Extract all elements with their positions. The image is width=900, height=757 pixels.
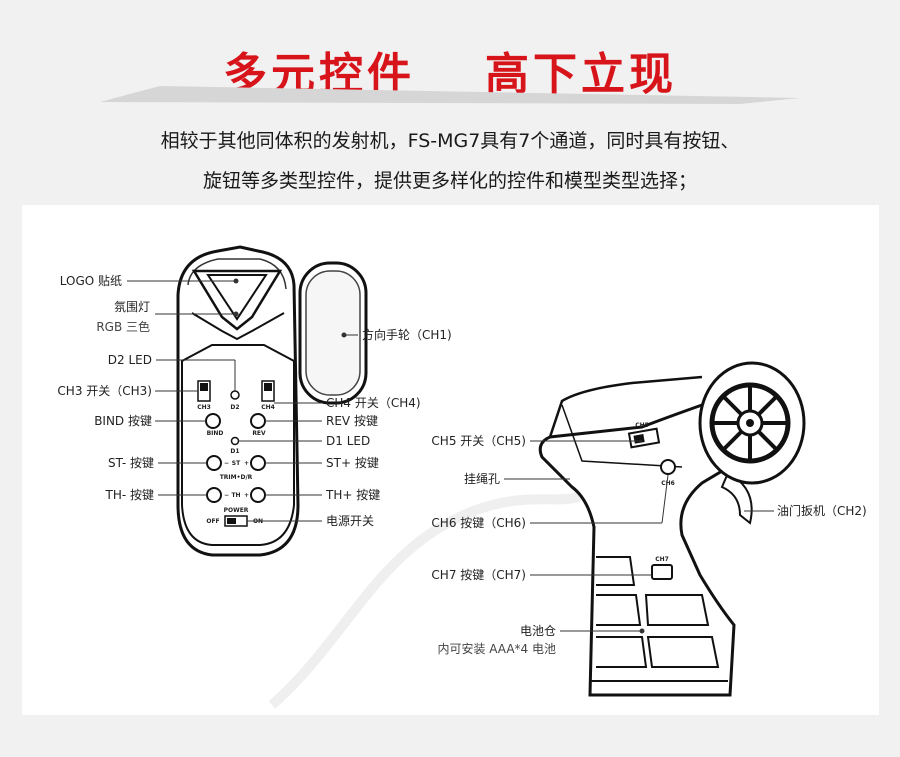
control-panel xyxy=(181,344,295,546)
label-st-minus: ST- 按键 xyxy=(108,456,154,470)
th-minus-sign: − xyxy=(224,492,229,499)
label-ch3-switch: CH3 开关（CH3) xyxy=(57,384,152,398)
trim-dr-marking: TRIM•D/R xyxy=(220,474,253,481)
power-marking: POWER xyxy=(224,507,249,514)
th-plus-sign: + xyxy=(244,492,249,499)
label-battery-note: 内可安装 AAA*4 电池 xyxy=(437,641,556,656)
d1-marking: D1 xyxy=(230,448,239,455)
header: 多元控件高下立现 相较于其他同体积的发射机，FS-MG7具有7个通道，同时具有按… xyxy=(0,0,900,205)
label-bind-button: BIND 按键 xyxy=(94,414,152,428)
label-d2-led: D2 LED xyxy=(108,353,152,367)
title-right: 高下立现 xyxy=(485,49,677,100)
label-rev-button: REV 按键 xyxy=(326,414,378,428)
ch7-marking: CH7 xyxy=(655,556,669,563)
ch6-marking: CH6 xyxy=(661,480,675,487)
transmitter-diagram: CH3 D2 CH4 BIND REV D1 − ST + TRIM•D/R −… xyxy=(57,245,867,709)
label-ch5-switch: CH5 开关（CH5) xyxy=(431,434,526,448)
rev-button[interactable] xyxy=(250,413,266,429)
label-d1-led: D1 LED xyxy=(326,434,370,448)
ambient-light-strip xyxy=(191,312,285,341)
d1-led xyxy=(230,436,240,446)
st-marking: ST xyxy=(232,460,241,467)
bind-button[interactable] xyxy=(205,413,221,429)
st-minus-sign: − xyxy=(224,460,229,467)
label-th-minus: TH- 按键 xyxy=(105,488,155,502)
side-callout-lines xyxy=(504,440,774,634)
d2-marking: D2 xyxy=(230,404,239,411)
label-steering-wheel: 方向手轮（CH1) xyxy=(362,327,452,342)
off-marking: OFF xyxy=(206,518,219,525)
front-view: CH3 D2 CH4 BIND REV D1 − ST + TRIM•D/R −… xyxy=(176,245,368,557)
title-underline-swoosh xyxy=(100,86,800,104)
description-line-1: 相较于其他同体积的发射机，FS-MG7具有7个通道，同时具有按钮、 xyxy=(160,130,740,152)
label-battery-box: 电池仓 xyxy=(520,624,556,638)
side-view: CH5 CH6 CH7 xyxy=(538,361,806,697)
label-ch7-button: CH7 按键（CH7) xyxy=(431,568,526,582)
label-ch4-switch: CH4 开关（CH4) xyxy=(326,396,421,410)
label-ambient-light: 氛围灯 xyxy=(114,300,150,314)
st-plus-sign: + xyxy=(244,460,249,467)
label-th-plus: TH+ 按键 xyxy=(325,488,380,502)
th-marking: TH xyxy=(231,492,240,499)
logo-sticker xyxy=(206,274,268,321)
description-line-2: 旋钮等多类型控件，提供更多样化的控件和模型类型选择； xyxy=(202,170,697,192)
diagram-panel: CH3 D2 CH4 BIND REV D1 − ST + TRIM•D/R −… xyxy=(22,205,879,715)
bind-marking: BIND xyxy=(207,430,224,437)
ch5-marking: CH5 xyxy=(635,422,649,429)
background-swoosh xyxy=(268,490,585,709)
side-steering-wheel[interactable] xyxy=(698,361,806,485)
label-logo-sticker: LOGO 贴纸 xyxy=(60,274,122,288)
battery-compartment-grip xyxy=(590,556,728,682)
rev-marking: REV xyxy=(252,430,266,437)
st-minus-button[interactable] xyxy=(206,455,222,471)
label-throttle-trigger: 油门扳机（CH2) xyxy=(777,503,867,518)
front-callout-lines xyxy=(127,278,358,522)
ch7-button[interactable] xyxy=(651,564,673,580)
steering-wheel xyxy=(298,261,368,405)
label-power-switch: 电源开关 xyxy=(326,514,374,528)
ch3-marking: CH3 xyxy=(197,404,211,411)
label-ch6-button: CH6 按键（CH6) xyxy=(431,516,526,530)
d2-led xyxy=(230,390,240,400)
ch6-button[interactable] xyxy=(660,459,676,475)
label-st-plus: ST+ 按键 xyxy=(326,456,379,470)
th-minus-button[interactable] xyxy=(206,487,222,503)
ch4-marking: CH4 xyxy=(261,404,275,411)
label-lanyard-hole: 挂绳孔 xyxy=(464,472,500,486)
st-plus-button[interactable] xyxy=(250,455,266,471)
label-ambient-light-rgb: RGB 三色 xyxy=(96,320,150,334)
th-plus-button[interactable] xyxy=(250,487,266,503)
